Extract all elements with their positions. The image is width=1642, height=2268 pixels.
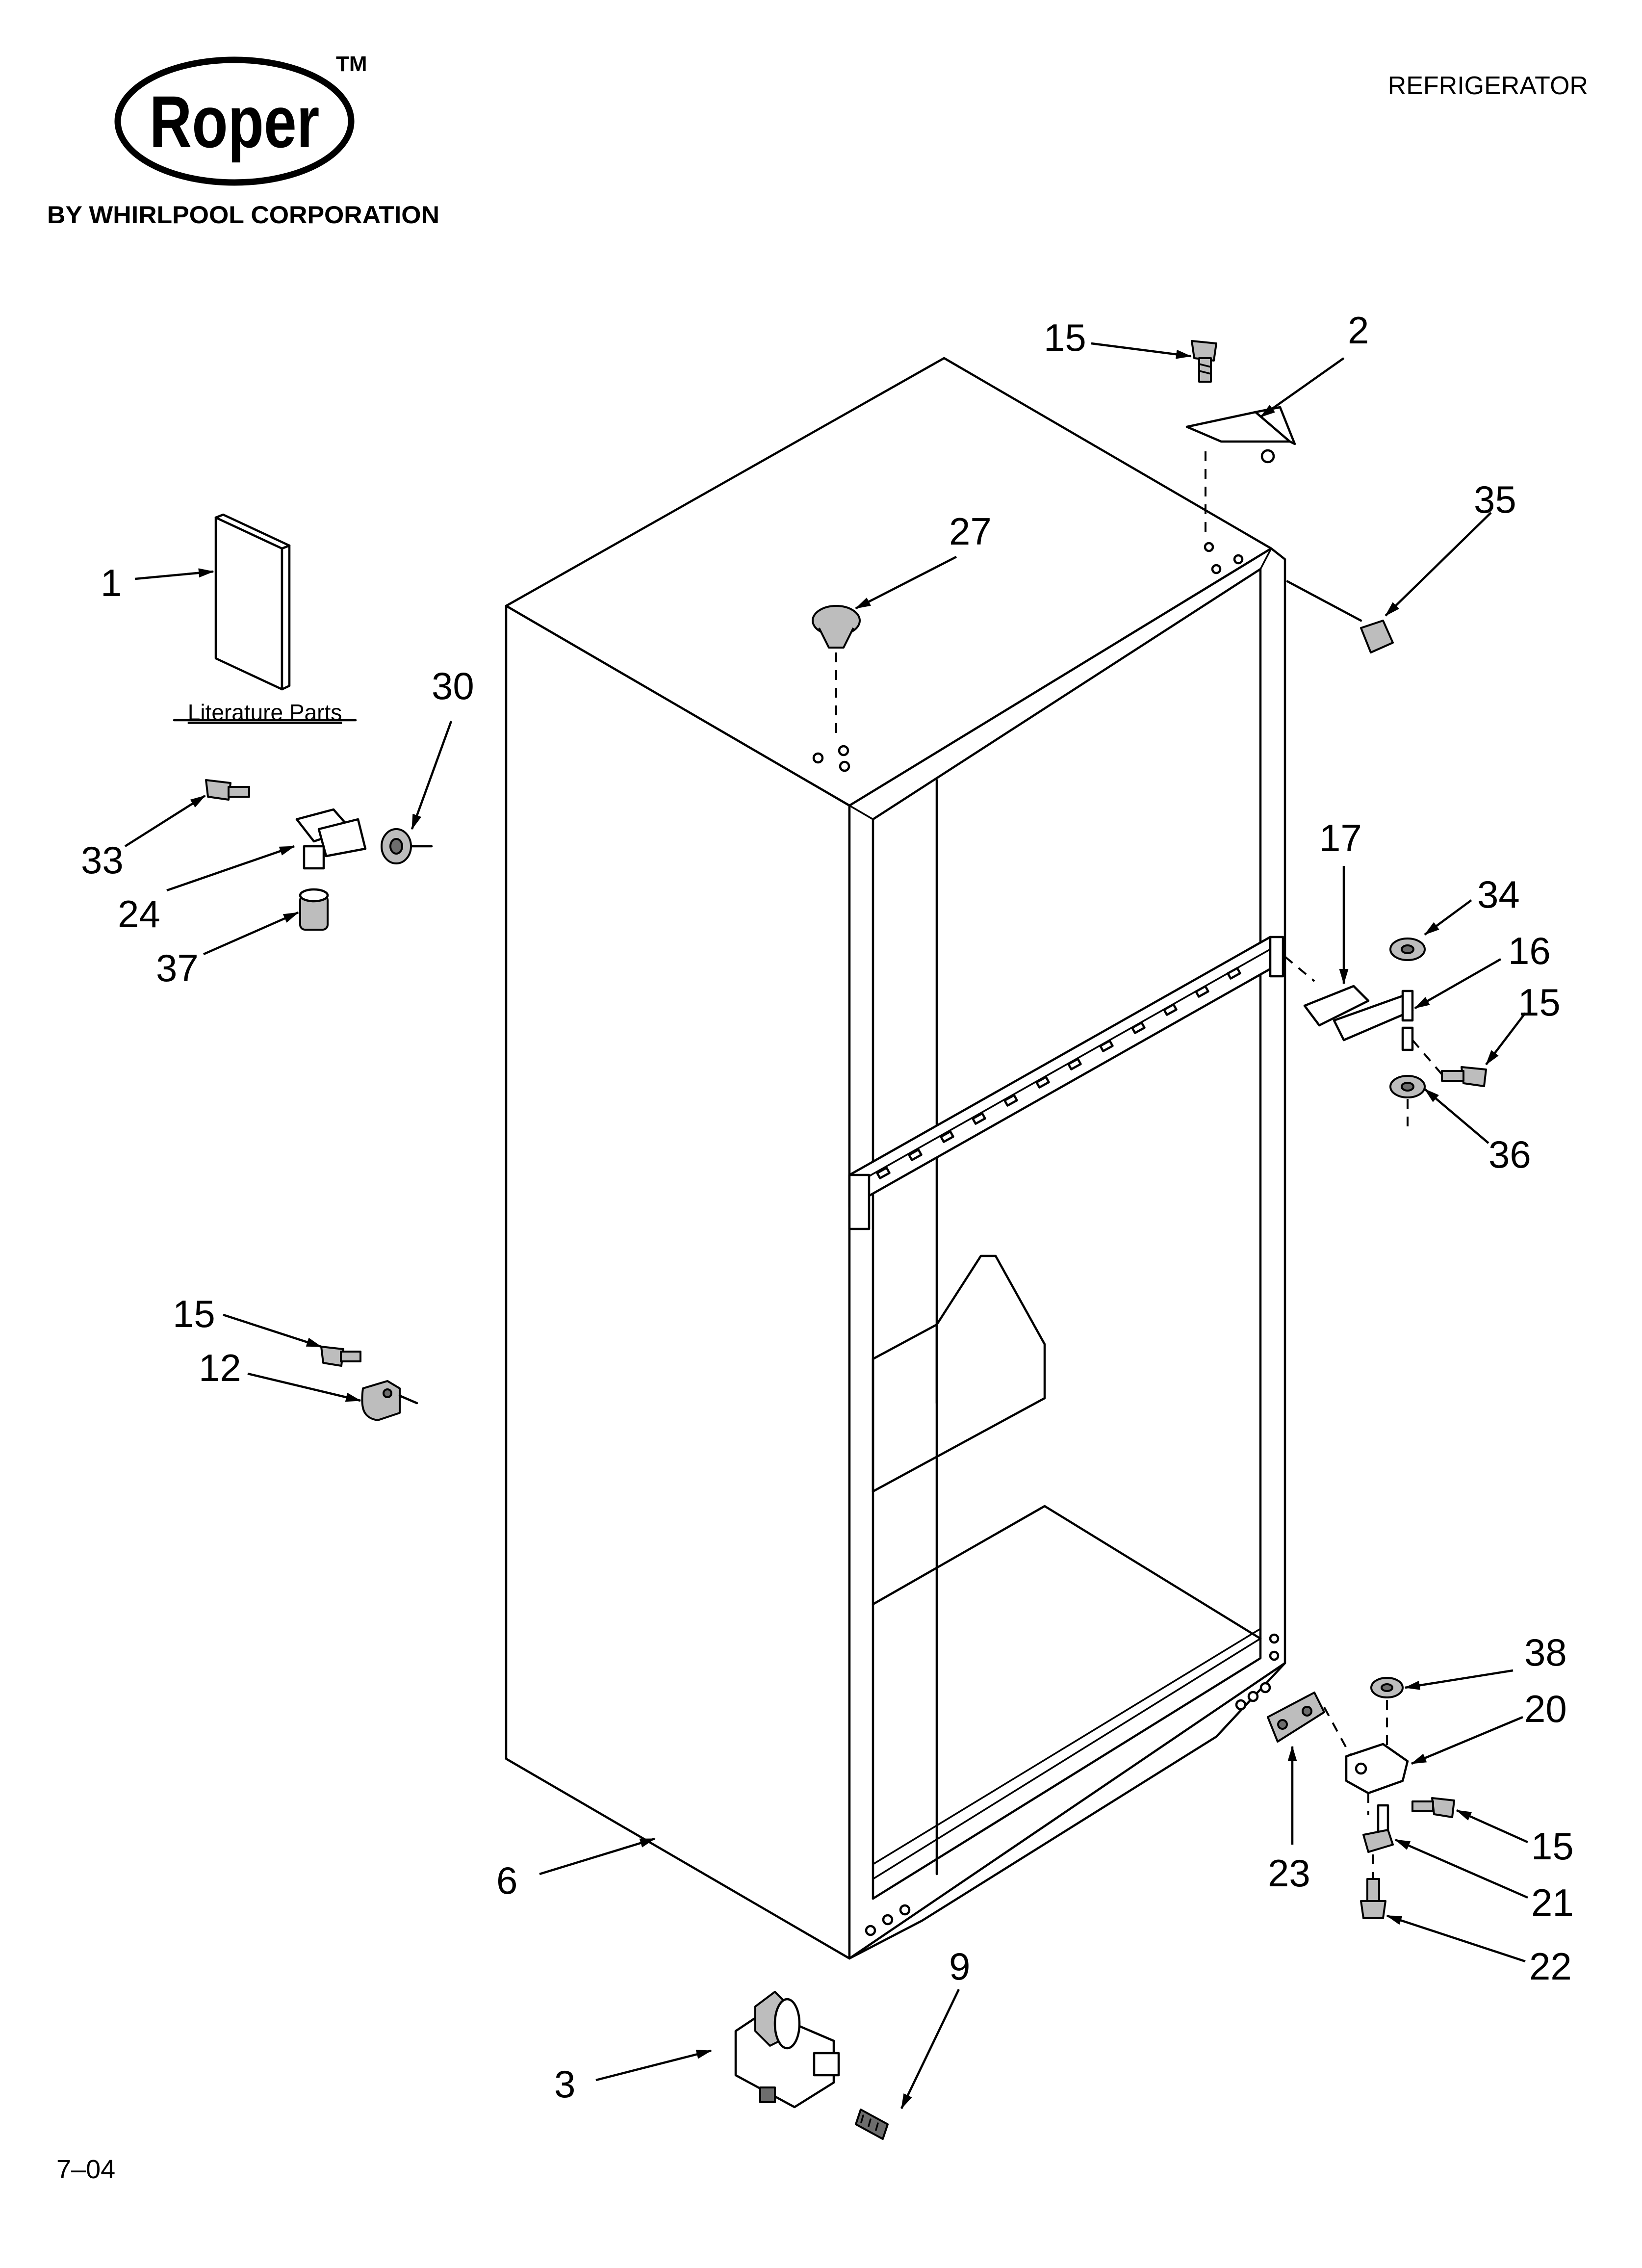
roper-logo: Roper TM bbox=[114, 52, 367, 186]
callout-21: 21 bbox=[1531, 1881, 1574, 1924]
callout-36: 36 bbox=[1488, 1133, 1531, 1176]
callout-15-bottom: 15 bbox=[1531, 1825, 1574, 1868]
callout-33: 33 bbox=[81, 838, 124, 882]
callout-23: 23 bbox=[1268, 1851, 1310, 1895]
callout-24: 24 bbox=[118, 892, 160, 936]
cabinet-assembly bbox=[505, 357, 1286, 1960]
center-hinge-16 bbox=[1333, 990, 1414, 1051]
bracket-screw-33 bbox=[205, 779, 250, 801]
callout-34: 34 bbox=[1477, 873, 1520, 916]
callout-37: 37 bbox=[156, 946, 199, 990]
top-hinge-bracket bbox=[1185, 406, 1296, 464]
hinge-shim-17 bbox=[1303, 985, 1370, 1027]
door-stop-screw bbox=[320, 1346, 361, 1367]
hinge-screw-mid bbox=[1441, 1066, 1487, 1087]
bottom-hinge-screw bbox=[1411, 1797, 1455, 1818]
callout-3: 3 bbox=[554, 2062, 575, 2106]
trademark-mark: TM bbox=[336, 52, 367, 76]
bracket-24 bbox=[295, 808, 367, 870]
callout-38: 38 bbox=[1524, 1631, 1567, 1674]
adjusting-screw-9 bbox=[855, 2109, 889, 2140]
callout-27: 27 bbox=[949, 510, 992, 553]
roller-assembly-3 bbox=[734, 1991, 840, 2109]
callout-9: 9 bbox=[949, 1945, 970, 1988]
callout-17: 17 bbox=[1319, 816, 1362, 860]
callout-30: 30 bbox=[432, 664, 474, 707]
spacer-37 bbox=[299, 888, 329, 931]
callout-2: 2 bbox=[1348, 309, 1369, 352]
callout-20: 20 bbox=[1524, 1687, 1567, 1730]
hinge-pin-21 bbox=[1362, 1804, 1394, 1853]
leader-arrows bbox=[124, 342, 1528, 2110]
callout-1: 1 bbox=[101, 561, 122, 604]
callout-labels: 1 2 15 27 35 30 33 24 37 17 34 16 15 36 … bbox=[81, 309, 1574, 2106]
callout-6: 6 bbox=[496, 1859, 517, 1902]
callout-15-top: 15 bbox=[1044, 316, 1086, 359]
callout-16: 16 bbox=[1508, 929, 1551, 972]
hinge-shim-23 bbox=[1267, 1692, 1325, 1743]
brand-name: Roper bbox=[150, 80, 320, 163]
washer-36 bbox=[1389, 1075, 1426, 1098]
callout-15-left: 15 bbox=[173, 1292, 215, 1335]
product-category: REFRIGERATOR bbox=[1388, 72, 1588, 100]
top-hinge-screw bbox=[1191, 340, 1217, 383]
callout-12: 12 bbox=[199, 1346, 241, 1389]
rail-slots bbox=[876, 967, 1241, 1179]
callout-15-mid: 15 bbox=[1518, 981, 1561, 1024]
hinge-cover bbox=[1360, 620, 1394, 653]
washer-30 bbox=[381, 828, 412, 864]
washer-38 bbox=[1370, 1677, 1404, 1698]
brand-subline: BY WHIRLPOOL CORPORATION bbox=[47, 201, 439, 229]
literature-parts-booklet bbox=[214, 513, 291, 691]
leveling-screw-22 bbox=[1360, 1878, 1386, 1919]
hole-plug bbox=[812, 605, 861, 649]
revision-date: 7–04 bbox=[56, 2155, 115, 2184]
door-stop-bracket-12 bbox=[361, 1380, 401, 1421]
callout-22: 22 bbox=[1529, 1945, 1572, 1988]
callout-35: 35 bbox=[1474, 478, 1516, 521]
bottom-hinge-20 bbox=[1345, 1743, 1409, 1795]
washer-34 bbox=[1389, 938, 1426, 961]
